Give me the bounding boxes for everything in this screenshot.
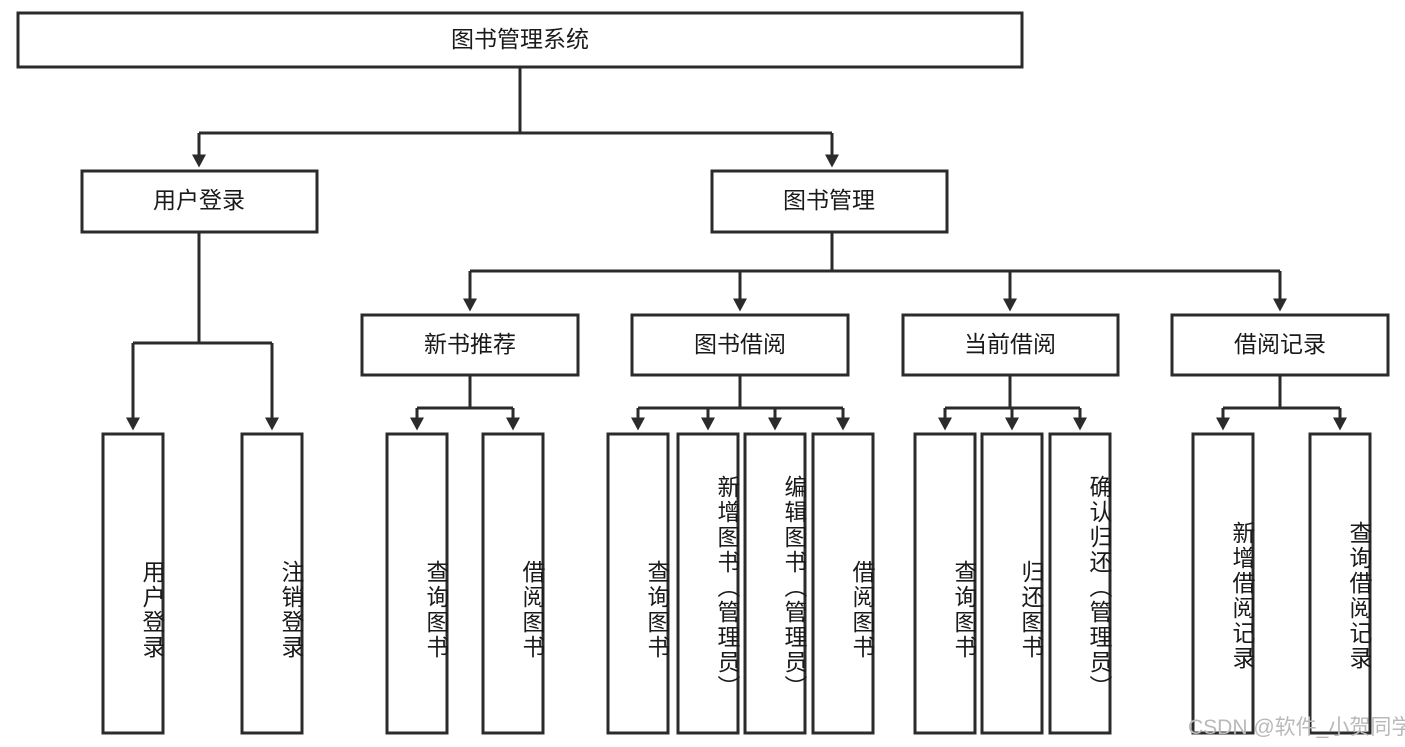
edge-group-book-borrow bbox=[631, 375, 850, 431]
leaf-query-record-box[interactable] bbox=[1308, 432, 1372, 735]
leaf-add-book-box[interactable] bbox=[676, 432, 740, 735]
edge-group-book-manage bbox=[463, 232, 1287, 312]
node-current-borrow-label: 当前借阅 bbox=[964, 331, 1056, 357]
leaf-borrow-book-rec-box[interactable] bbox=[481, 432, 545, 735]
node-book-manage[interactable]: 图书管理 bbox=[710, 169, 949, 234]
leaf-return-book-box[interactable] bbox=[980, 432, 1044, 735]
leaf-boxes bbox=[101, 432, 1372, 735]
node-book-manage-box[interactable] bbox=[710, 169, 949, 234]
leaf-edit-book-box[interactable] bbox=[743, 432, 807, 735]
edge-group-new-book-rec bbox=[410, 375, 520, 431]
node-book-borrow-label: 图书借阅 bbox=[694, 331, 786, 357]
node-borrow-record-label: 借阅记录 bbox=[1234, 331, 1326, 357]
node-user-login-label: 用户登录 bbox=[153, 187, 245, 213]
node-borrow-record-box[interactable] bbox=[1170, 313, 1390, 377]
edge-group-borrow-record bbox=[1216, 375, 1347, 431]
leaf-query-book-current-box[interactable] bbox=[913, 432, 977, 735]
csdn-watermark: CSDN @软件_小贺同学 bbox=[1188, 716, 1405, 739]
node-root-box[interactable] bbox=[16, 11, 1024, 69]
node-new-book-rec-label: 新书推荐 bbox=[424, 331, 516, 357]
node-book-borrow[interactable]: 图书借阅 bbox=[630, 313, 850, 377]
node-book-manage-label: 图书管理 bbox=[783, 187, 875, 213]
node-user-login-box[interactable] bbox=[80, 169, 319, 234]
leaf-user-login-box[interactable] bbox=[101, 432, 165, 735]
node-borrow-record[interactable]: 借阅记录 bbox=[1170, 313, 1390, 377]
node-new-book-rec[interactable]: 新书推荐 bbox=[360, 313, 580, 377]
node-book-borrow-box[interactable] bbox=[630, 313, 850, 377]
node-user-login[interactable]: 用户登录 bbox=[80, 169, 319, 234]
leaf-borrow-book-box[interactable] bbox=[811, 432, 875, 735]
node-current-borrow[interactable]: 当前借阅 bbox=[901, 313, 1120, 377]
leaf-query-book-borrow-box[interactable] bbox=[606, 432, 670, 735]
leaf-add-record-box[interactable] bbox=[1191, 432, 1255, 735]
edge-group-current-borrow bbox=[938, 375, 1087, 431]
node-current-borrow-box[interactable] bbox=[901, 313, 1120, 377]
node-root-label: 图书管理系统 bbox=[451, 26, 589, 52]
edge-group-root bbox=[192, 67, 839, 168]
leaf-confirm-return-box[interactable] bbox=[1048, 432, 1112, 735]
leaf-query-book-rec-box[interactable] bbox=[385, 432, 449, 735]
leaf-logout-box[interactable] bbox=[240, 432, 304, 735]
edge-group-user-login bbox=[126, 232, 279, 431]
node-new-book-rec-box[interactable] bbox=[360, 313, 580, 377]
node-root[interactable]: 图书管理系统 bbox=[16, 11, 1024, 69]
